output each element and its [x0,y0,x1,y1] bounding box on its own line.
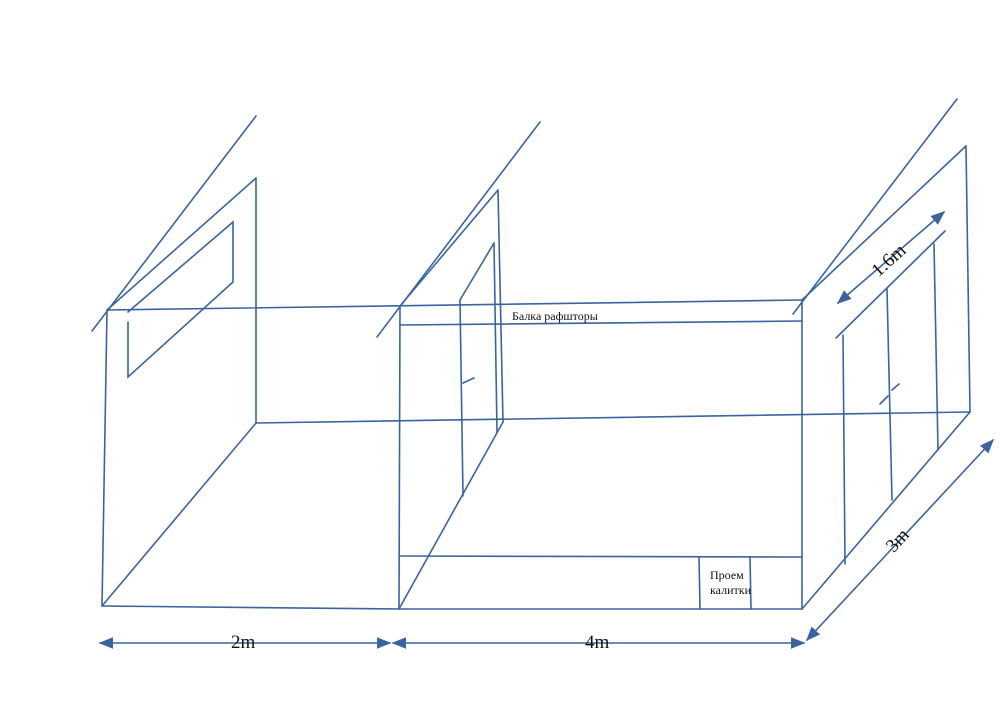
dimension-label-4m: 4m [585,632,610,653]
right-section [398,299,803,610]
left-section [91,115,971,610]
beam-label: Балка рафшторы [512,309,598,323]
gate-opening-label-line1: Проем [710,568,744,582]
gate-opening-label-line2: калитки [710,583,751,597]
top-beam-line [106,299,803,311]
dimension-label-2m: 2m [231,632,256,653]
dimension-arrow-3m [806,438,994,642]
end-section [792,98,971,610]
middle-section [376,121,803,610]
dimension-arrow-1-6m [836,211,946,304]
